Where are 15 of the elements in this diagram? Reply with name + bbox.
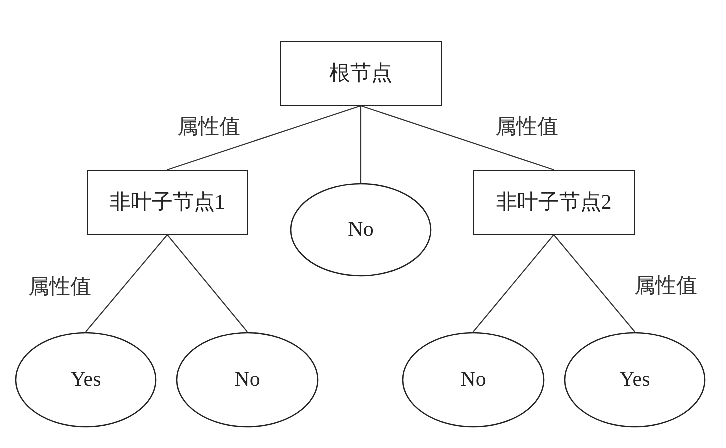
node-box: 根节点 [280,41,442,106]
leaf-ellipse: No [402,332,545,428]
leaf-ellipse: No [290,183,432,277]
leaf-ellipse: Yes [15,332,157,428]
node-box: 非叶子节点2 [473,170,635,235]
node-box: 非叶子节点1 [87,170,248,235]
connector-line [86,234,168,332]
leaf-ellipse: Yes [564,332,706,428]
connector-line [360,105,554,171]
connector-line [554,234,636,332]
connector-line [167,234,248,332]
connector-line [473,234,554,332]
connector-line [360,106,362,183]
connector-line [167,105,362,171]
leaf-ellipse: No [176,332,319,428]
